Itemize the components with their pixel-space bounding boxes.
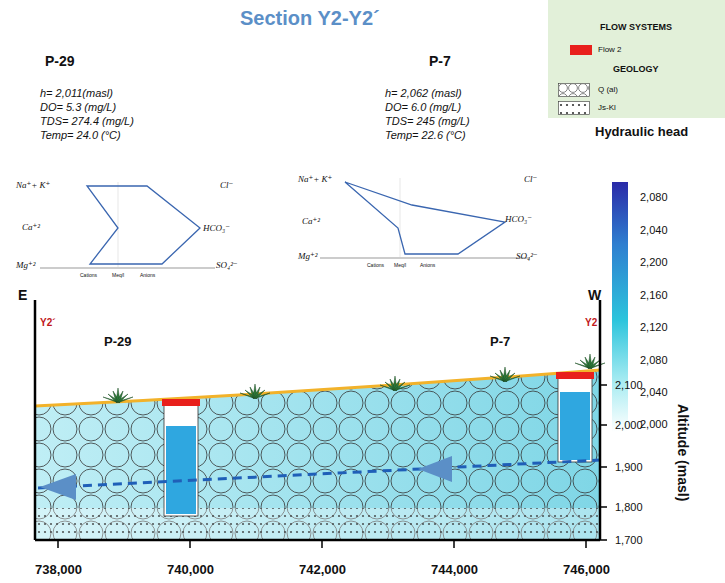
axis-title: Altitude (masl) — [675, 404, 690, 501]
axis-caption: Anions — [140, 273, 155, 279]
colorbar-title: Hydraulic head — [595, 125, 688, 139]
ion-label: Mg⁺² — [16, 261, 35, 271]
legend-pattern — [558, 83, 590, 97]
colorbar-value: 2,120 — [640, 321, 668, 333]
well-data: DO= 6.0 (mg/L) — [385, 101, 461, 113]
easting-tick: 738,000 — [35, 563, 82, 577]
well-name: P-29 — [45, 54, 75, 69]
colorbar-value: 2,000 — [640, 418, 668, 430]
axis-caption: Cations — [367, 263, 384, 269]
well-data: TDS= 274.4 (mg/L) — [40, 115, 134, 127]
ion-label: Na⁺+ K⁺ — [16, 181, 50, 191]
legend-pattern — [558, 101, 590, 115]
ion-label: Cl⁻ — [220, 181, 233, 191]
section-end: Y2´ — [40, 317, 56, 328]
ion-label: Ca⁺² — [302, 217, 320, 227]
direction-label: E — [18, 288, 27, 303]
easting-tick: 746,000 — [563, 563, 610, 577]
easting-tick: 740,000 — [167, 563, 214, 577]
easting-tick: 744,000 — [431, 563, 478, 577]
figure-title: Section Y2-Y2´ — [240, 7, 380, 29]
ion-label: Cl⁻ — [524, 175, 537, 185]
direction-label: W — [588, 288, 601, 303]
well-data: TDS= 245 (mg/L) — [385, 115, 470, 127]
colorbar-value: 2,040 — [640, 224, 668, 236]
legend-text: Q (al) — [598, 86, 618, 95]
ion-label: Mg⁺² — [298, 252, 317, 262]
legend-heading: GEOLOGY — [613, 65, 659, 75]
altitude-tick: 1,700 — [615, 534, 643, 546]
ion-label: Ca⁺² — [22, 223, 40, 233]
easting-tick: 742,000 — [299, 563, 346, 577]
axis-caption: Meq/l — [394, 263, 406, 269]
ion-label: SO₄²⁻ — [516, 252, 538, 262]
axis-caption: Meq/l — [112, 273, 124, 279]
well-data: h= 2,011(masl) — [40, 87, 113, 99]
well-data: Temp= 22.6 (°C) — [385, 129, 466, 141]
legend-heading: FLOW SYSTEMS — [600, 23, 672, 33]
well-name: P-7 — [429, 54, 451, 69]
colorbar-value: 2,160 — [640, 289, 668, 301]
colorbar-value: 2,080 — [640, 191, 668, 203]
axis-caption: Anions — [420, 263, 435, 269]
ion-label: SO₄²⁻ — [216, 261, 238, 271]
well-name: P-7 — [490, 335, 510, 349]
legend-text: Js-Kl — [598, 104, 616, 113]
well-data: DO= 5.3 (mg/L) — [40, 101, 116, 113]
axis-caption: Cations — [80, 273, 97, 279]
colorbar-value: 2,040 — [640, 386, 668, 398]
altitude-tick: 2,000 — [615, 419, 643, 431]
legend-swatch — [570, 45, 592, 55]
colorbar-value: 2,200 — [640, 256, 668, 268]
well-name: P-29 — [104, 335, 131, 349]
ion-label: HCO₃⁻ — [505, 215, 532, 225]
well-data: h= 2,062 (masl) — [385, 87, 462, 99]
section-end: Y2 — [585, 317, 597, 328]
altitude-tick: 1,800 — [615, 501, 643, 513]
ion-label: HCO₃⁻ — [203, 224, 230, 234]
altitude-tick: 2,100 — [615, 379, 643, 391]
ion-label: Na⁺+ K⁺ — [298, 175, 332, 185]
well-data: Temp= 24.0 (°C) — [40, 129, 121, 141]
altitude-tick: 1,900 — [615, 461, 643, 473]
legend-text: Flow 2 — [598, 46, 622, 55]
colorbar-value: 2,080 — [640, 354, 668, 366]
